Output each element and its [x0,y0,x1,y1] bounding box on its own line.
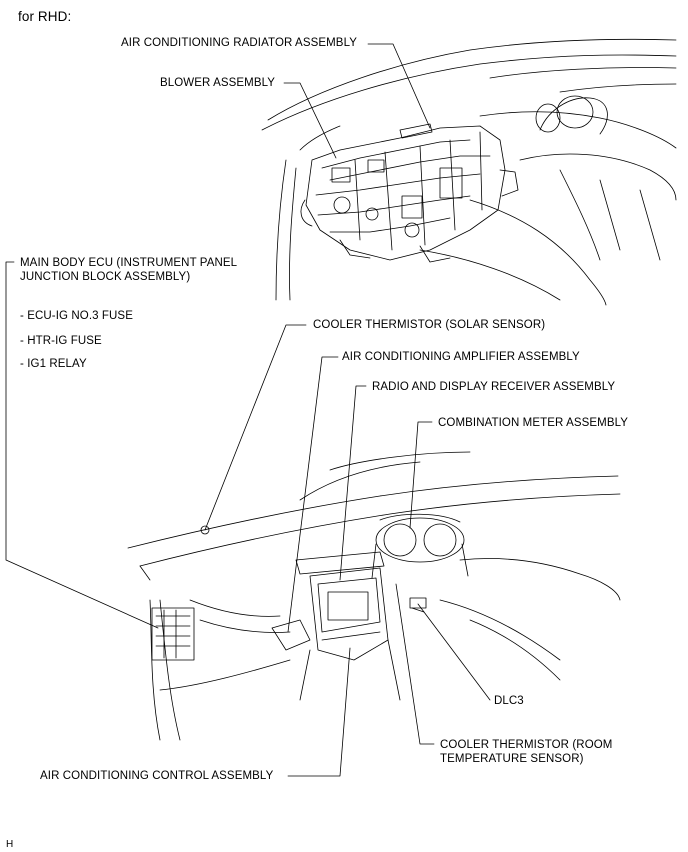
figure-code: H [6,839,14,850]
label-cooler-thermistor-solar: COOLER THERMISTOR (SOLAR SENSOR) [313,319,546,331]
label-ac-radiator-assembly: AIR CONDITIONING RADIATOR ASSEMBLY [121,37,357,49]
label-dlc3: DLC3 [494,695,524,707]
label-radio-display-receiver: RADIO AND DISPLAY RECEIVER ASSEMBLY [372,381,616,393]
label-main-body-ecu-line1: MAIN BODY ECU (INSTRUMENT PANEL [20,257,238,269]
label-ac-amplifier-assembly: AIR CONDITIONING AMPLIFIER ASSEMBLY [342,351,580,363]
label-ecu-ig-no3-fuse: - ECU-IG NO.3 FUSE [20,310,133,322]
label-cooler-thermistor-room-line1: COOLER THERMISTOR (ROOM [440,739,613,751]
label-htr-ig-fuse: - HTR-IG FUSE [20,335,102,347]
label-main-body-ecu-line2: JUNCTION BLOCK ASSEMBLY) [20,271,191,283]
label-cooler-thermistor-room-line2: TEMPERATURE SENSOR) [440,753,584,765]
page-header: for RHD: [18,9,72,24]
leader-lines [5,43,491,777]
label-combination-meter-assembly: COMBINATION METER ASSEMBLY [438,417,629,429]
lower-dashboard-illustration [127,451,621,741]
label-ac-control-assembly: AIR CONDITIONING CONTROL ASSEMBLY [40,770,274,782]
label-blower-assembly: BLOWER ASSEMBLY [160,77,276,89]
label-ig1-relay: - IG1 RELAY [20,358,87,370]
upper-dashboard-illustration [261,38,677,306]
